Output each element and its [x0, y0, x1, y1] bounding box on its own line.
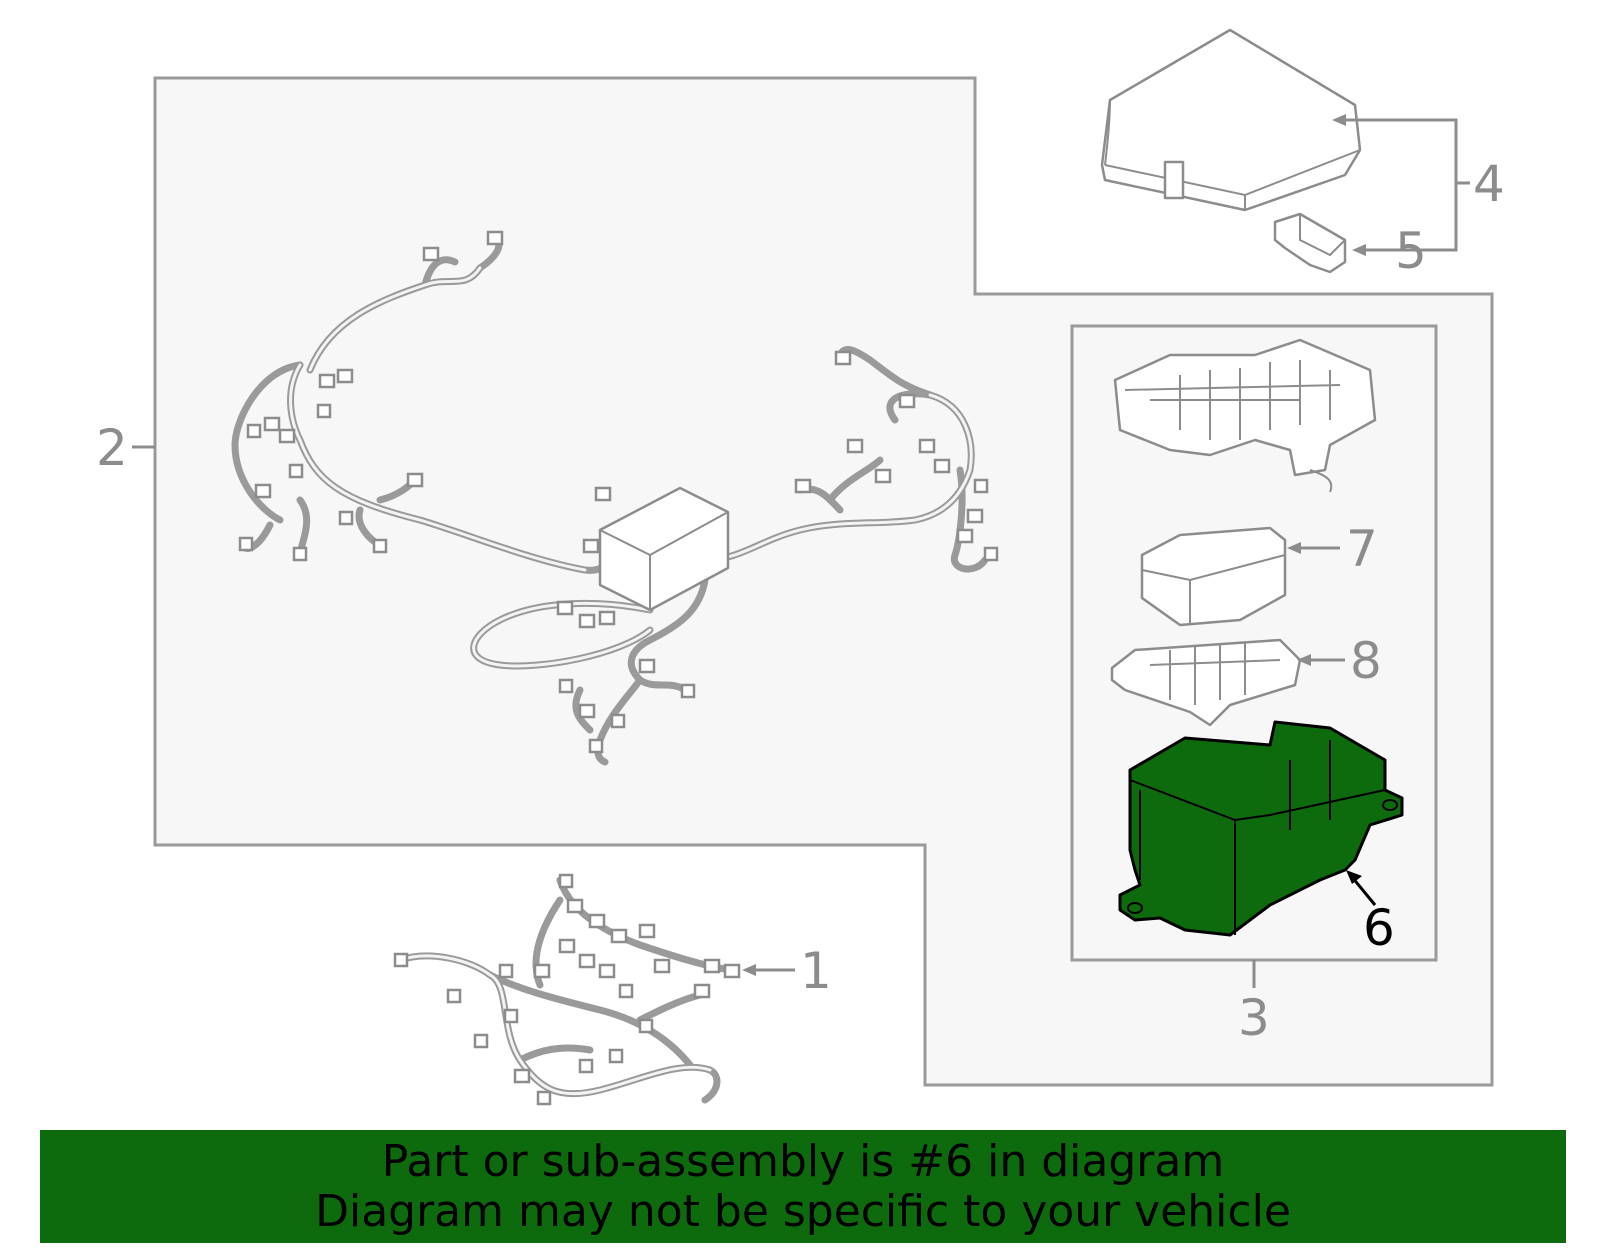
callout-2: 2 [96, 419, 128, 477]
relay-block-part-7 [1140, 526, 1287, 627]
callout-5: 5 [1395, 222, 1427, 280]
wire-harness-part-2 [231, 230, 999, 766]
callout-6: 6 [1363, 899, 1395, 957]
fuse-holder-part-8 [1110, 638, 1302, 727]
callout-4: 4 [1473, 155, 1505, 213]
wire-harness-part-1 [393, 873, 741, 1106]
info-banner: Part or sub-assembly is #6 in diagram Di… [40, 1130, 1566, 1243]
callout-1: 1 [800, 942, 832, 1000]
banner-line-2: Diagram may not be specific to your vehi… [315, 1185, 1291, 1237]
callout-7: 7 [1346, 520, 1378, 578]
callout-3: 3 [1238, 989, 1270, 1047]
banner-line-1: Part or sub-assembly is #6 in diagram [381, 1135, 1225, 1187]
clip-part-5 [1273, 212, 1347, 274]
cover-part-4 [1100, 28, 1362, 212]
callout-8: 8 [1350, 632, 1382, 690]
lower-box-part-6 [1118, 720, 1404, 937]
leader-lines [132, 114, 1470, 988]
fuse-block-upper [1113, 338, 1377, 493]
